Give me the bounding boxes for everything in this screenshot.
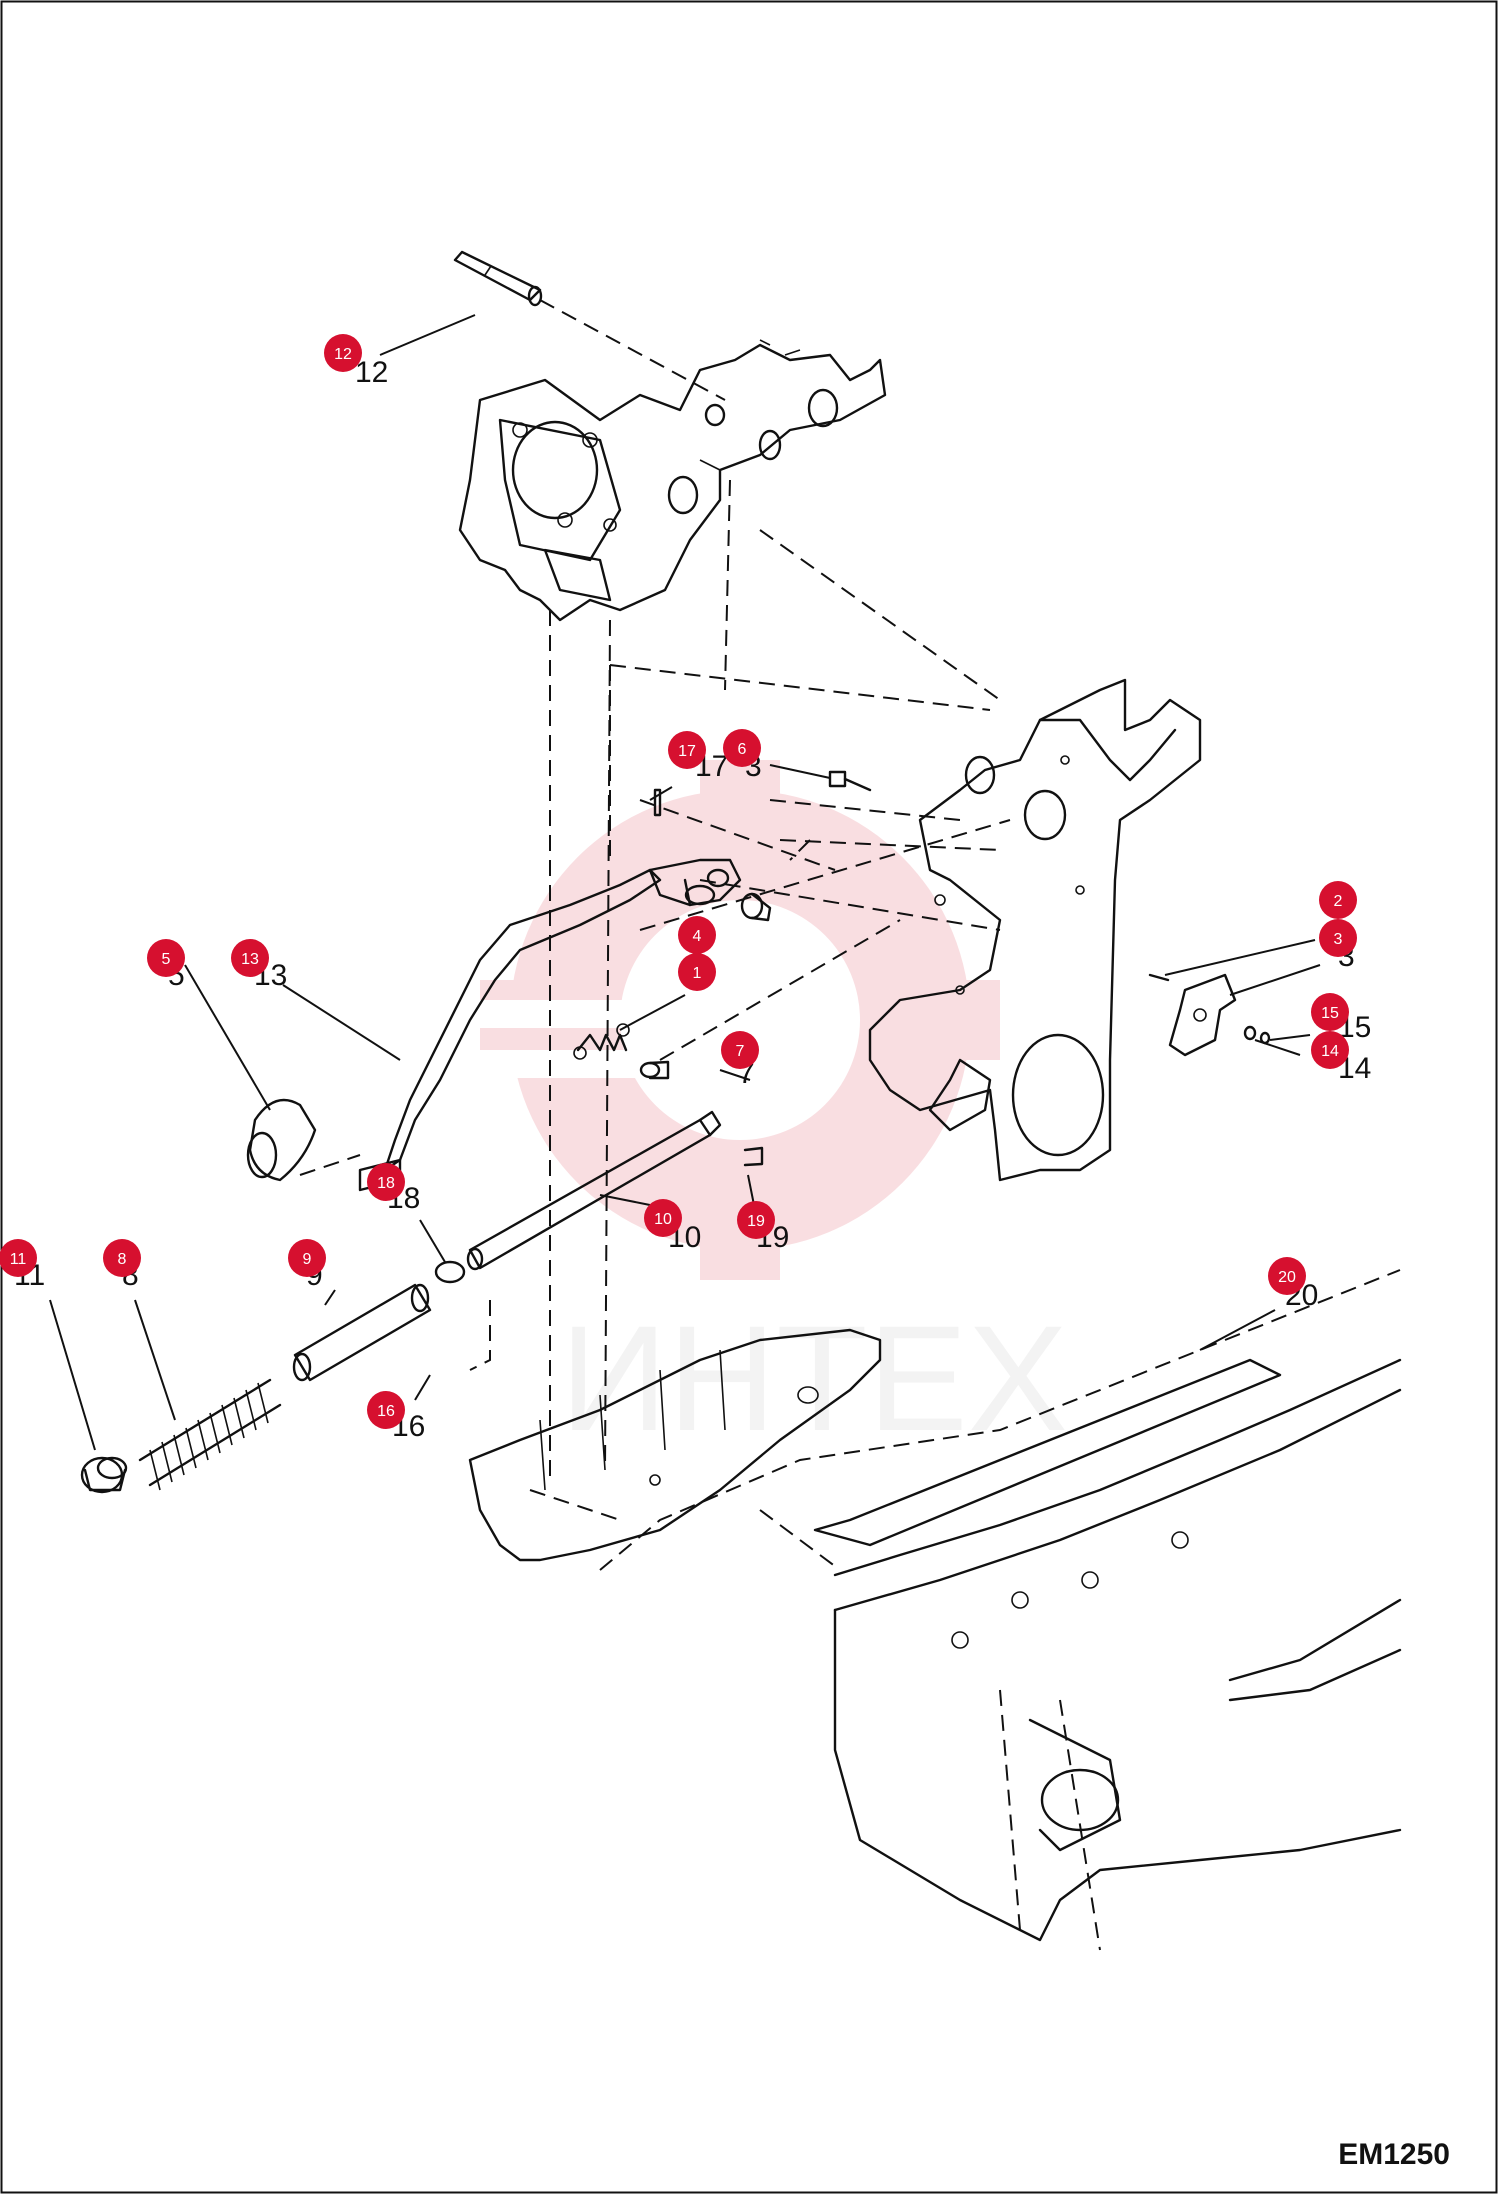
badge-20: 20 (1268, 1257, 1306, 1295)
badge-13: 13 (231, 939, 269, 977)
callout-number: 12 (355, 356, 388, 389)
side-panel (868, 678, 1202, 1182)
cap-11 (80, 1456, 128, 1494)
switch-assembly (1148, 973, 1271, 1057)
svg-text:9: 9 (303, 1251, 312, 1268)
leader-lines (49, 314, 1321, 1451)
badge-3: 3 (1319, 919, 1357, 957)
knob-5 (246, 1098, 317, 1182)
svg-text:2: 2 (1334, 893, 1343, 910)
assembly-dashed-lines (299, 299, 1401, 1951)
drawing-code: EM1250 (1338, 2138, 1450, 2171)
badge-5: 5 (147, 939, 185, 977)
badge-17: 17 (668, 731, 706, 769)
svg-text:1: 1 (693, 965, 702, 982)
badge-16: 16 (367, 1391, 405, 1429)
chassis (813, 1358, 1402, 1942)
watermark: ИНТЕХ (460, 760, 1068, 1462)
pin-12 (453, 250, 543, 307)
svg-text:7: 7 (736, 1043, 745, 1060)
badge-15: 15 (1311, 993, 1349, 1031)
badge-7: 7 (721, 1031, 759, 1069)
svg-text:20: 20 (1278, 1269, 1296, 1286)
badge-12: 12 (324, 334, 362, 372)
svg-text:18: 18 (377, 1175, 395, 1192)
svg-text:5: 5 (162, 951, 171, 968)
svg-text:13: 13 (241, 951, 259, 968)
badge-19: 19 (737, 1201, 775, 1239)
badge-1: 1 (678, 953, 716, 991)
badge-10: 10 (644, 1199, 682, 1237)
badge-2: 2 (1319, 881, 1357, 919)
svg-text:8: 8 (118, 1251, 127, 1268)
svg-text:14: 14 (1321, 1043, 1339, 1060)
rod-assembly (292, 1060, 764, 1382)
svg-text:15: 15 (1321, 1005, 1339, 1022)
svg-text:4: 4 (693, 928, 702, 945)
svg-text:10: 10 (654, 1211, 672, 1228)
svg-text:6: 6 (738, 741, 747, 758)
badge-6: 6 (723, 729, 761, 767)
badge-11: 11 (0, 1239, 37, 1277)
small-parts (573, 770, 872, 1060)
callout-badges: 12 17 6 4 1 5 13 7 18 10 19 11 8 9 16 20… (0, 334, 1357, 1429)
badge-4: 4 (678, 916, 716, 954)
svg-text:19: 19 (747, 1213, 765, 1230)
svg-text:16: 16 (377, 1403, 395, 1420)
svg-text:12: 12 (334, 346, 352, 363)
watermark-text: ИНТЕХ (560, 1294, 1068, 1462)
floor-plate (468, 1328, 882, 1562)
spring-8 (138, 1378, 282, 1491)
lever-13 (358, 858, 742, 1192)
svg-text:17: 17 (678, 743, 696, 760)
badge-9: 9 (288, 1239, 326, 1277)
badge-18: 18 (367, 1163, 405, 1201)
svg-text:3: 3 (1334, 931, 1343, 948)
pedal-bracket (458, 339, 887, 622)
badge-14: 14 (1311, 1031, 1349, 1069)
badge-8: 8 (103, 1239, 141, 1277)
svg-text:11: 11 (10, 1251, 27, 1268)
